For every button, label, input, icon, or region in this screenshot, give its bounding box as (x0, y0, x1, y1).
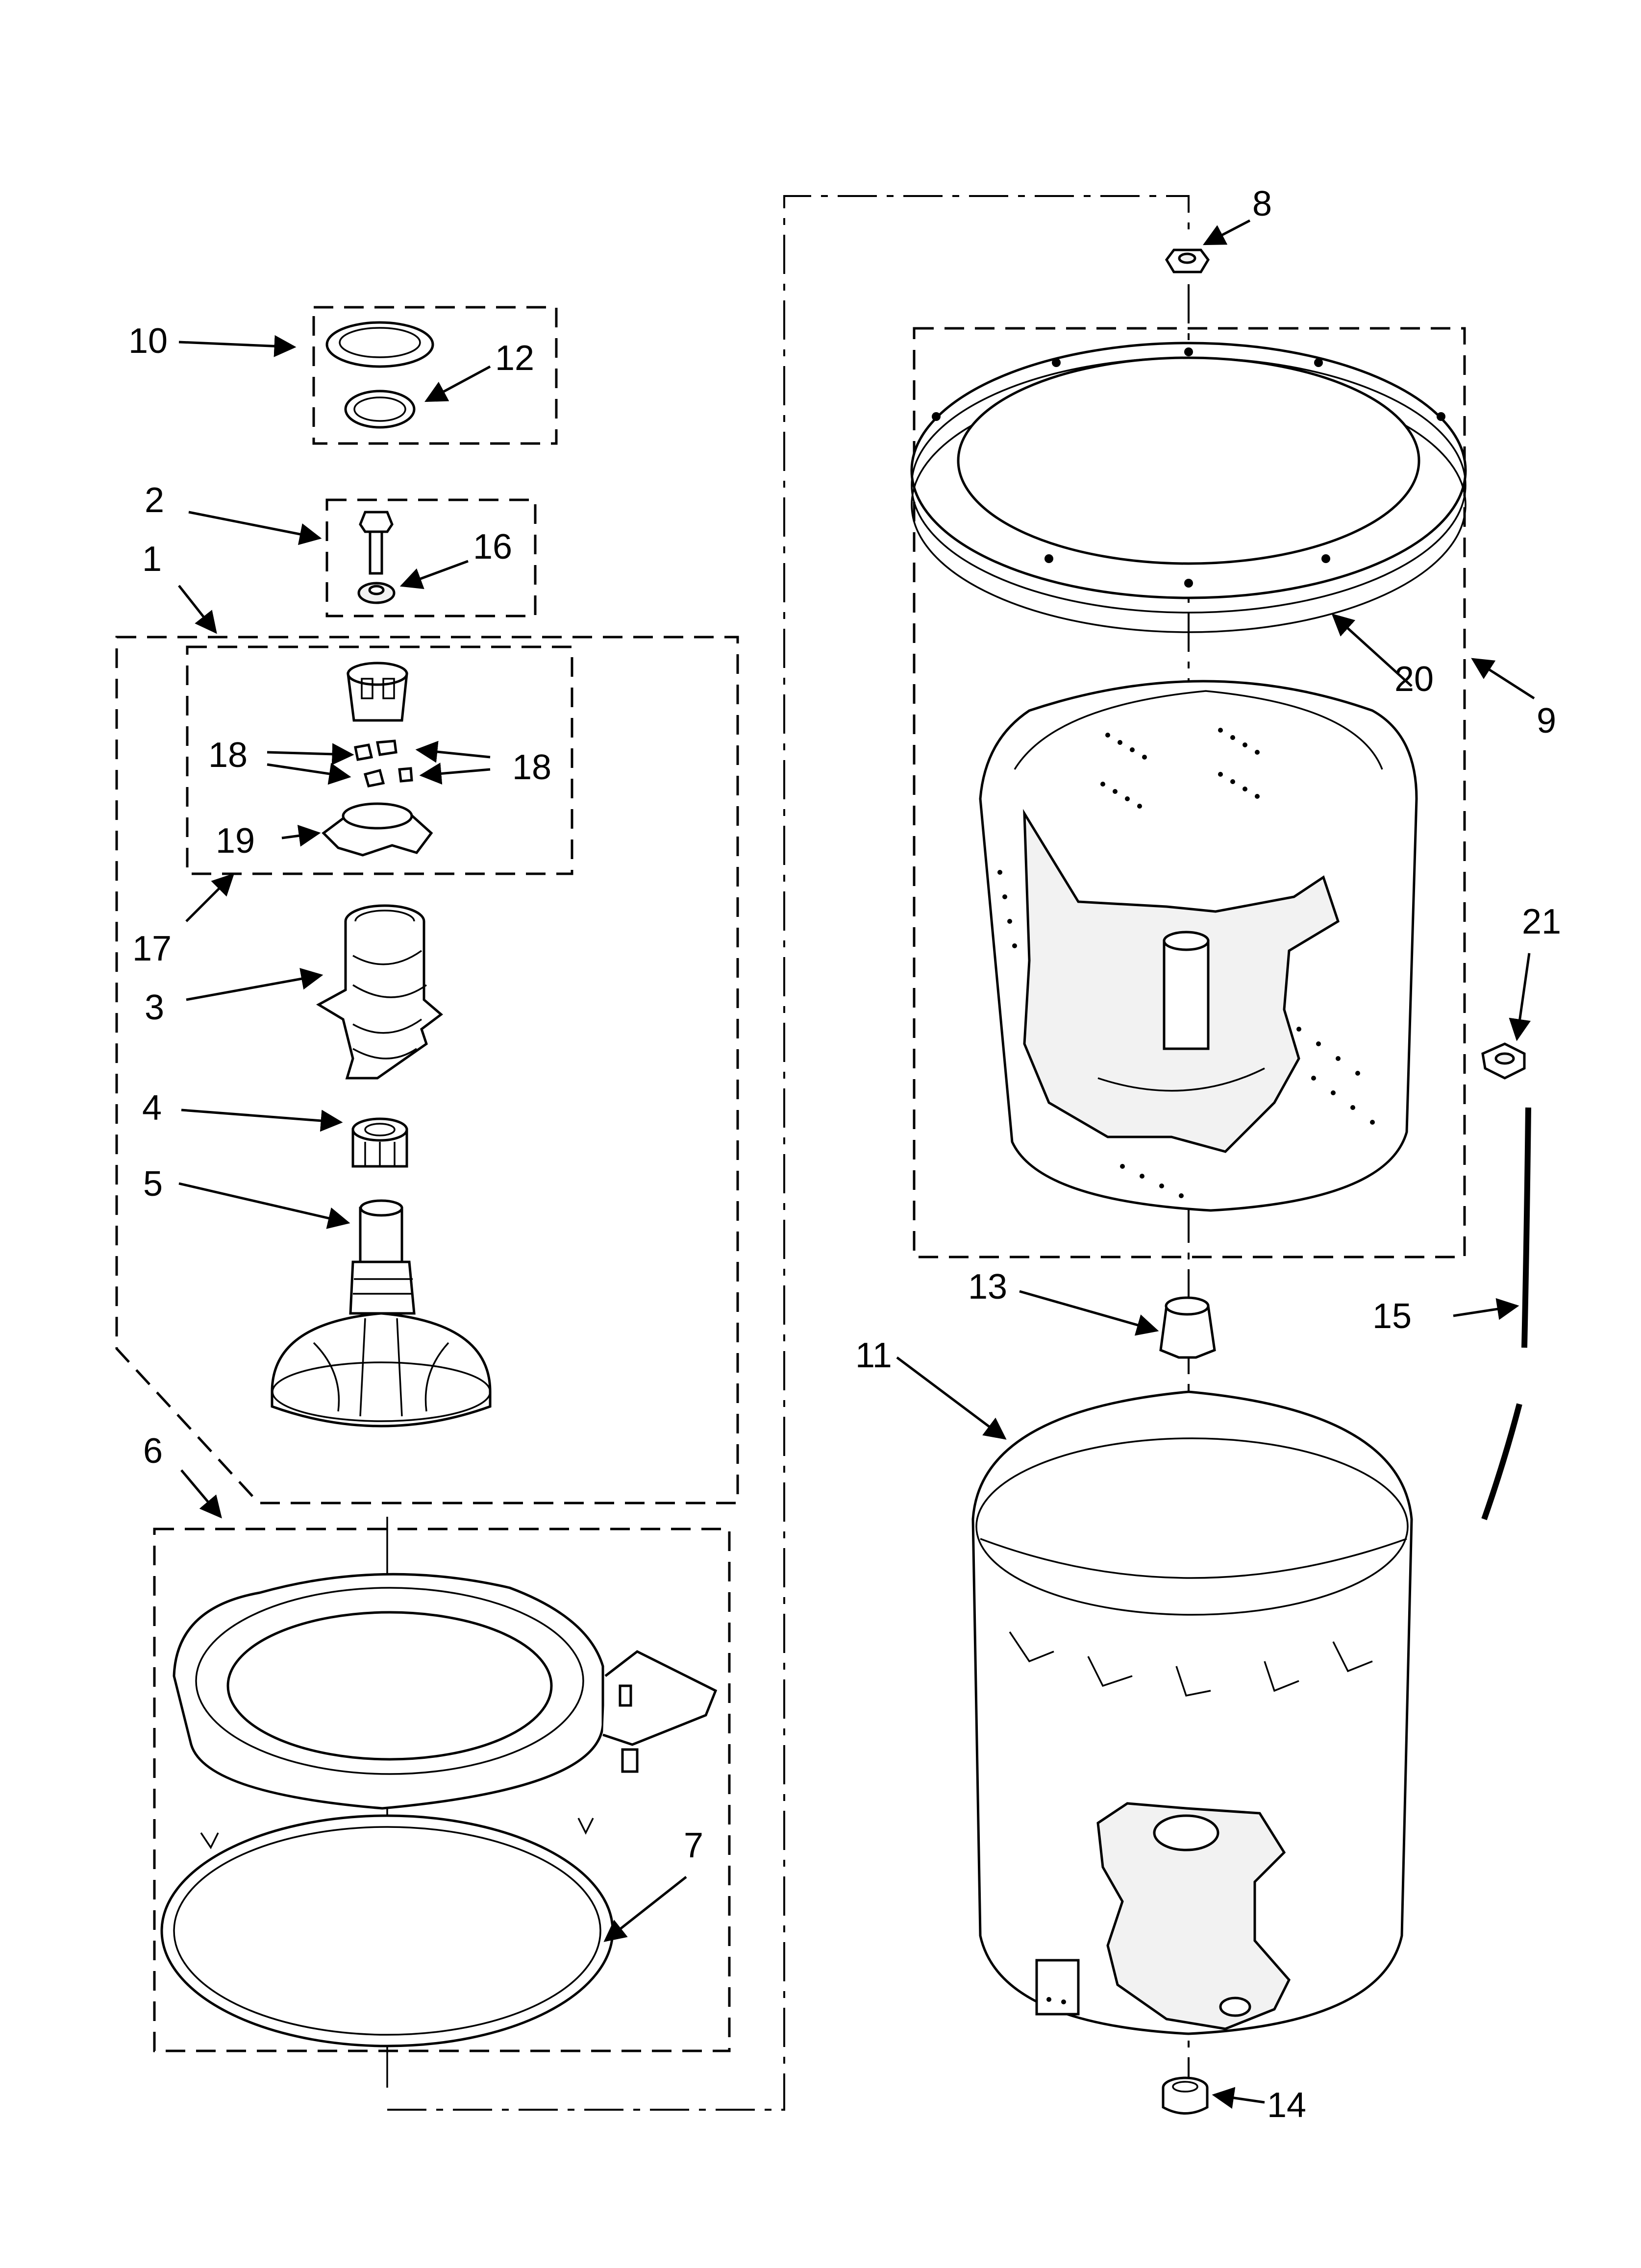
callout-13: 13 (968, 1267, 1007, 1307)
part-10-cap (325, 321, 434, 368)
callout-19: 19 (216, 821, 255, 861)
part-21-clip (1481, 1042, 1526, 1080)
part-6-tub-ring (173, 1573, 718, 1879)
callout-14: 14 (1267, 2086, 1306, 2125)
callout-4: 4 (142, 1088, 162, 1128)
callout-16: 16 (473, 527, 512, 567)
part-3-auger (316, 904, 443, 1080)
callout-1: 1 (142, 540, 162, 579)
part-15-hose (1481, 1107, 1531, 1520)
group-box-17 (186, 645, 573, 875)
part-16-washer (357, 582, 396, 604)
callout-9: 9 (1537, 701, 1556, 740)
part-11-outer-tub (971, 1390, 1413, 2035)
part-7-gasket (160, 1814, 614, 2047)
part-12-seal-ring (344, 390, 416, 429)
callout-18-right: 18 (512, 748, 551, 787)
callout-11: 11 (855, 1336, 892, 1375)
callout-18-left: 18 (208, 736, 248, 775)
part-8-nut (1165, 248, 1210, 273)
part-5-agitator-base (271, 1199, 492, 1428)
callout-3: 3 (145, 988, 164, 1027)
group-box-2-16 (325, 498, 537, 617)
callout-21: 21 (1522, 902, 1561, 941)
part-18-dogs (354, 740, 413, 788)
group-box-6 (153, 1528, 731, 2052)
part-9-spin-basket (979, 680, 1418, 1212)
callout-labels: 1 2 3 4 5 6 7 8 9 10 11 12 13 14 15 16 1… (128, 184, 1561, 2125)
callout-2: 2 (145, 481, 164, 520)
callout-12: 12 (495, 339, 534, 378)
part-14-plug (1162, 2076, 1209, 2115)
group-box-1 (115, 636, 739, 1504)
callout-8: 8 (1252, 184, 1272, 223)
part-4-bearing (351, 1117, 408, 1168)
part-20-balance-ring (910, 342, 1467, 633)
callout-6: 6 (143, 1431, 163, 1471)
basket-perforations (997, 728, 1375, 1198)
part-19-cam-base (322, 802, 433, 857)
group-box-10-12 (312, 306, 558, 445)
part-2-bolt (359, 511, 394, 575)
part-17-drive-cam (347, 662, 408, 722)
group-box-9 (913, 327, 1466, 1258)
callout-17: 17 (132, 929, 172, 968)
callout-10: 10 (128, 321, 168, 361)
part-13-drive-block (1159, 1296, 1216, 1359)
callout-20: 20 (1394, 660, 1434, 699)
callout-7: 7 (684, 1826, 703, 1865)
callout-15: 15 (1372, 1297, 1412, 1336)
connector-dashdot (387, 195, 1190, 2111)
leader-arrows (178, 219, 1535, 2109)
callout-5: 5 (143, 1164, 163, 1204)
